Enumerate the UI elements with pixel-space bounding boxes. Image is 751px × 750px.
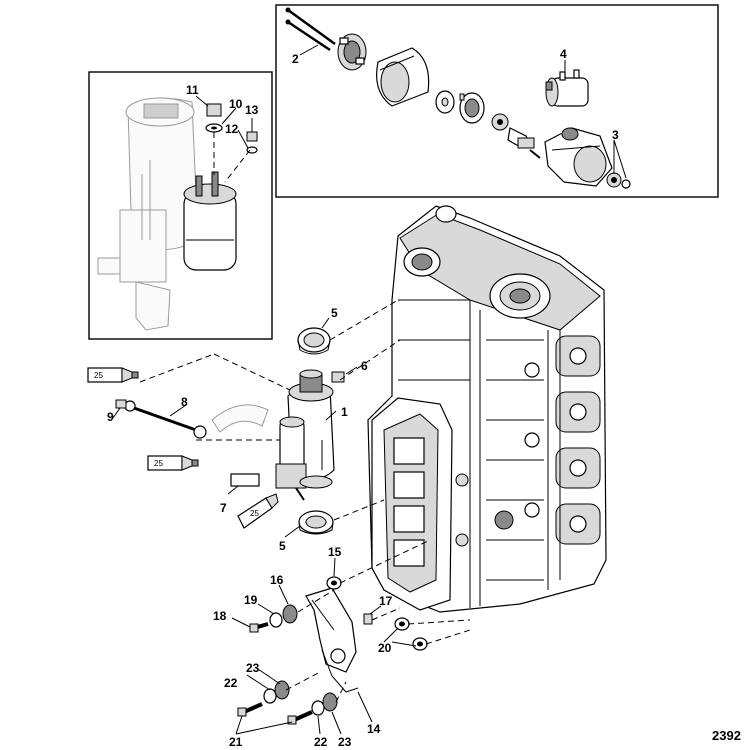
planetary-gear — [459, 92, 485, 124]
starter-assembly-inset — [88, 71, 273, 340]
terminal-hardware — [205, 103, 258, 154]
nut-part-6 — [331, 371, 345, 383]
sealant-tube-top: 25 — [87, 367, 139, 383]
callout-11: 11 — [186, 83, 199, 97]
motor-housing — [376, 47, 430, 107]
collar-top — [297, 327, 331, 355]
callout-22-right: 22 — [314, 735, 328, 749]
screw-part-17 — [363, 613, 373, 625]
leader-lines — [112, 317, 417, 735]
nut-part-15 — [326, 576, 342, 590]
callout-12: 12 — [225, 122, 239, 136]
through-bolts — [285, 7, 336, 52]
callout-2: 2 — [292, 52, 299, 66]
brush-end-cap — [337, 33, 367, 71]
solenoid-mounted — [183, 171, 237, 271]
block-ribs — [455, 339, 544, 581]
callout-20: 20 — [378, 641, 392, 655]
sealant-tube-mid: 25 — [147, 455, 199, 471]
callout-4: 4 — [560, 47, 567, 61]
starter-motor — [275, 369, 335, 501]
part-7-label-strip — [230, 473, 260, 487]
cylinder-bosses — [524, 335, 601, 545]
callout-9: 9 — [107, 410, 114, 424]
callout-labels: 1 2 3 4 5 5 6 7 8 9 10 11 12 13 14 15 16… — [107, 47, 619, 749]
powerhead-block — [367, 205, 607, 613]
upper-bolt-set — [249, 604, 298, 633]
callout-22-left: 22 — [224, 676, 238, 690]
drive-gear — [491, 113, 541, 159]
callout-17: 17 — [379, 594, 393, 608]
callout-16: 16 — [270, 573, 284, 587]
callout-15: 15 — [328, 545, 342, 559]
starter-disassembly-inset — [275, 4, 719, 198]
sealant-label-mid: 25 — [154, 459, 163, 468]
solenoid-part-4 — [545, 69, 589, 107]
alignment-lines — [139, 299, 471, 703]
callout-23-right: 23 — [338, 735, 352, 749]
callout-5-top: 5 — [331, 306, 338, 320]
drive-housing — [544, 127, 613, 187]
callout-18: 18 — [213, 609, 227, 623]
callout-13: 13 — [245, 103, 259, 117]
callout-19: 19 — [244, 593, 258, 607]
callout-23-left: 23 — [246, 661, 260, 675]
collar-bottom — [298, 510, 334, 535]
sealant-label-top: 25 — [94, 371, 103, 380]
callout-14: 14 — [367, 722, 381, 736]
callout-21: 21 — [229, 735, 243, 749]
sealant-tube-bottom: 25 — [237, 493, 279, 529]
callout-8: 8 — [181, 395, 188, 409]
sealant-label-bottom: 25 — [250, 509, 259, 518]
callout-10: 10 — [229, 97, 243, 111]
cable-clamp-ghost — [211, 404, 269, 433]
lower-left-bolt-set — [237, 680, 290, 717]
callout-5-bottom: 5 — [279, 539, 286, 553]
callout-7: 7 — [220, 501, 227, 515]
ground-cable — [115, 399, 207, 439]
figure-number: 2392 — [712, 728, 741, 743]
pinion-and-clip — [606, 172, 631, 189]
mounting-bracket — [305, 587, 357, 673]
lower-right-bolt-set — [287, 692, 338, 725]
intake-manifold — [371, 397, 453, 611]
starter-body-ghost — [97, 97, 199, 331]
callout-1: 1 — [341, 405, 348, 419]
nuts-part-20 — [394, 617, 428, 651]
callout-3: 3 — [612, 128, 619, 142]
callout-6: 6 — [361, 359, 368, 373]
